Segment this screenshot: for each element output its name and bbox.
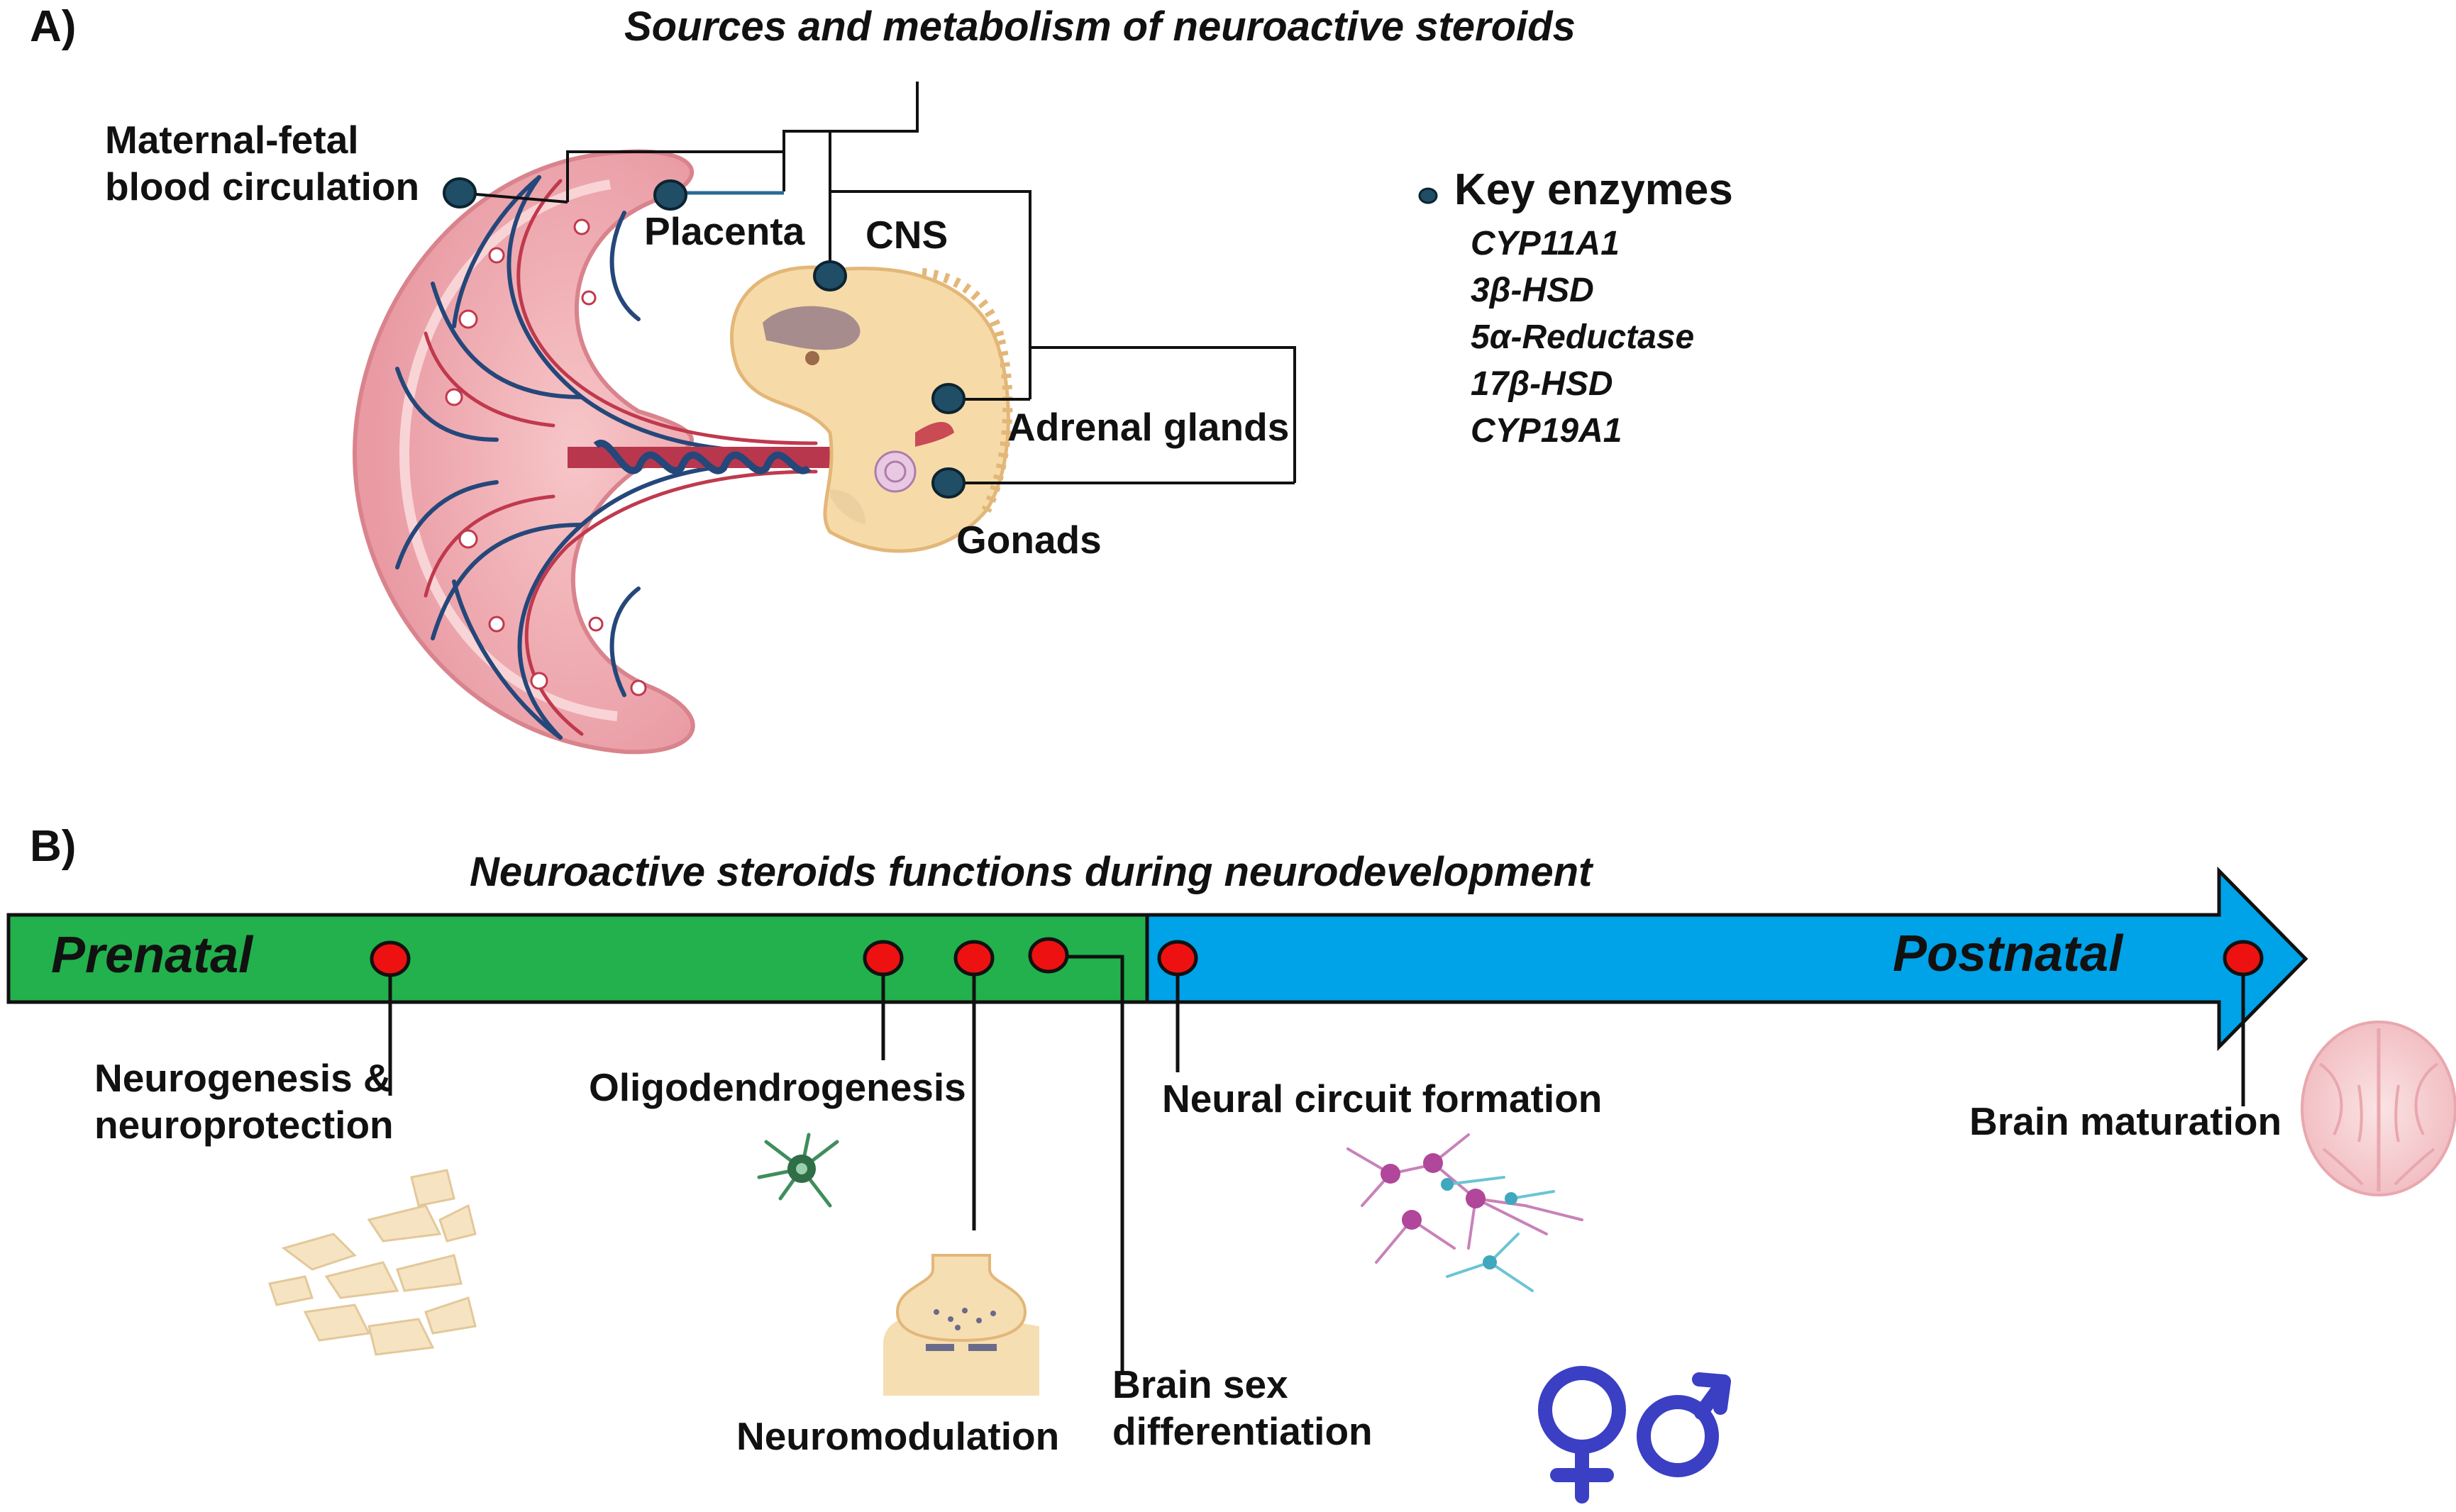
synapse-illustration: [883, 1254, 1039, 1396]
enzyme-item: CYP19A1: [1471, 412, 1622, 450]
event-connectors: [388, 955, 2245, 1372]
label-brain-sex-line2: differentiation: [1112, 1409, 1373, 1453]
umbilical-cord: [568, 440, 837, 474]
event-dot-neurogenesis: [370, 940, 411, 977]
enzyme-list: CYP11A1 3β-HSD 5α-Reductase 17β-HSD CYP1…: [1471, 221, 1694, 455]
placenta-illustration: [352, 149, 818, 755]
postnatal-label: Postnatal: [1893, 925, 2123, 982]
legend-dot-icon: [1418, 187, 1438, 204]
legend-heading: Key enzymes: [1454, 165, 1733, 214]
label-gonads: Gonads: [956, 518, 1102, 562]
source-dot-placenta: [653, 179, 687, 211]
source-dot-cns: [813, 260, 847, 291]
event-dot-neural-circuit: [1157, 940, 1198, 977]
embryo-illustration: [730, 265, 1013, 553]
postnatal-arrow: [1145, 866, 2308, 1052]
label-maternal-line2: blood circulation: [105, 165, 420, 209]
label-oligodendrogenesis: Oligodendrogenesis: [589, 1065, 966, 1109]
enzyme-item: 3β-HSD: [1471, 272, 1594, 309]
source-dot-maternal: [443, 177, 477, 209]
enzyme-item: 17β-HSD: [1471, 365, 1613, 403]
panel-a-label: A): [30, 2, 77, 51]
panel-a-title: Sources and metabolism of neuroactive st…: [624, 4, 1576, 50]
event-dot-neuromodulation: [953, 940, 995, 977]
panel-b-label: B): [30, 822, 77, 871]
label-neurogenesis-line1: Neurogenesis &: [94, 1056, 392, 1100]
oligodendrocyte-icon: [757, 1133, 839, 1208]
label-neurogenesis-line2: neuroprotection: [94, 1103, 394, 1147]
source-connectors: [459, 82, 1296, 484]
source-dot-gonads: [931, 467, 966, 499]
neural-network-illustration: [1346, 1133, 1583, 1292]
enzyme-item: 5α-Reductase: [1471, 318, 1695, 356]
label-neuromodulation: Neuromodulation: [736, 1414, 1060, 1458]
label-brain-sex-line1: Brain sex: [1112, 1362, 1288, 1406]
source-dot-adrenal: [931, 383, 966, 414]
event-dot-oligodendrogenesis: [863, 940, 904, 977]
label-brain-maturation: Brain maturation: [1969, 1099, 2282, 1143]
event-dots: [370, 937, 2264, 977]
label-placenta: Placenta: [644, 209, 805, 253]
prenatal-label: Prenatal: [51, 927, 253, 984]
brain-icon: [2301, 1021, 2456, 1196]
event-dot-brain-sex: [1028, 937, 1069, 974]
label-cns: CNS: [865, 213, 948, 257]
sex-symbols-icon: [1538, 1366, 1731, 1503]
source-dots: [443, 177, 966, 499]
enzyme-item: CYP11A1: [1471, 225, 1620, 262]
event-dot-brain-maturation: [2223, 940, 2264, 977]
label-maternal-line1: Maternal-fetal: [105, 118, 359, 162]
panel-b-title: Neuroactive steroids functions during ne…: [470, 849, 1593, 895]
neural-stem-cells-illustration: [268, 1169, 477, 1356]
label-adrenal-glands: Adrenal glands: [1007, 405, 1290, 449]
label-neural-circuit: Neural circuit formation: [1162, 1077, 1603, 1121]
